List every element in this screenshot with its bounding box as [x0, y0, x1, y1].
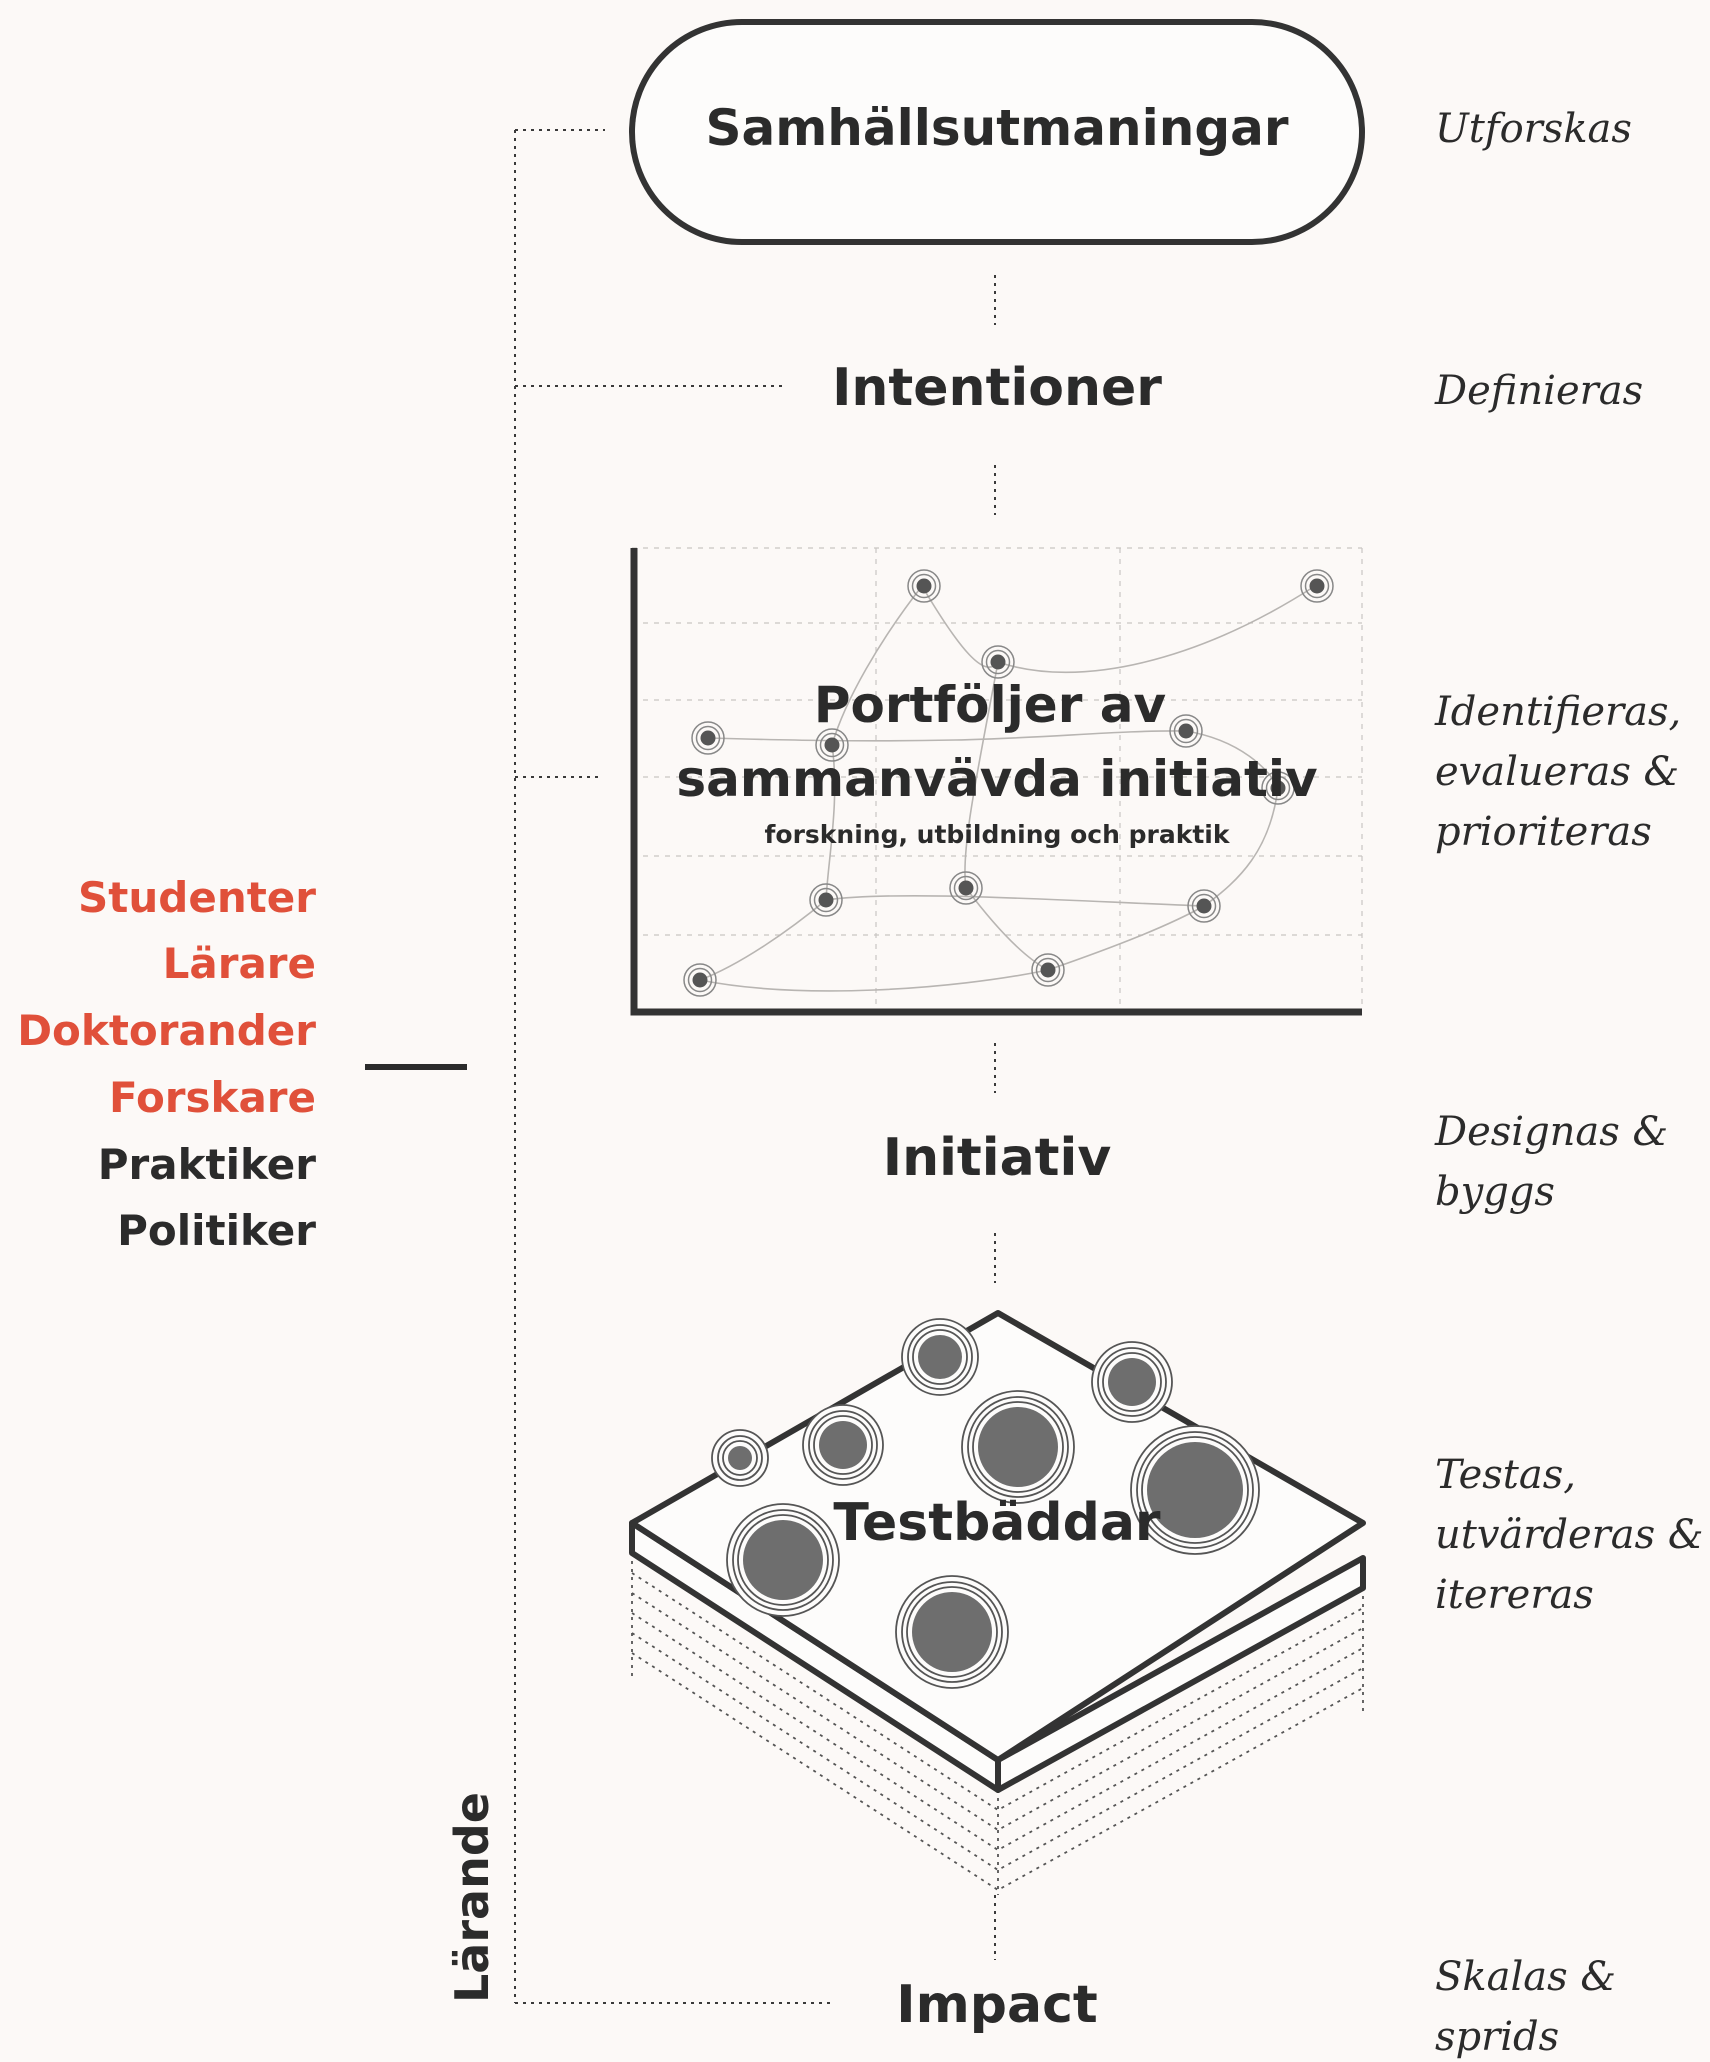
platform-stack-outline [631, 1612, 1364, 1852]
testbed-node [1091, 1341, 1173, 1423]
platform-stack-outline [631, 1652, 1364, 1892]
initiative-action: Designas & byggs [1434, 1109, 1681, 1215]
portfolio-axes [630, 548, 1362, 1016]
portfolio-node [809, 883, 843, 917]
testbed-node [895, 1575, 1009, 1689]
challenges-action: Utforskas [1435, 106, 1632, 152]
portfolio-nodes [683, 569, 1334, 997]
intentions-title: Intentioner [832, 358, 1162, 418]
portfolio-node [683, 963, 717, 997]
platform-stack-outline [631, 1572, 1364, 1812]
portfolio-subtitle: forskning, utbildning och praktik [765, 820, 1231, 849]
testbeds-action: Testas, utvärderas & itereras [1435, 1452, 1710, 1618]
role-politiker: Politiker [117, 1206, 316, 1255]
platform-stack-outline [631, 1632, 1364, 1872]
portfolio-node [1261, 771, 1295, 805]
portfolio-node [1169, 714, 1203, 748]
portfolio-node [981, 645, 1015, 679]
platform-stack-outline [631, 1592, 1364, 1832]
testbed-node [961, 1390, 1075, 1504]
portfolio-node [815, 728, 849, 762]
portfolio-stage: Portföljer av sammanvävda initiativ fors… [630, 547, 1363, 1016]
role-forskare: Forskare [109, 1073, 316, 1122]
platform-right-side [995, 1555, 1366, 1793]
role-studenter: Studenter [78, 873, 316, 922]
roles-list: Studenter Lärare Doktorander Forskare Pr… [17, 873, 316, 1255]
testbeds-stage: Testbäddar [629, 1310, 1366, 1895]
impact-title: Impact [896, 1975, 1098, 2035]
testbed-node [901, 1318, 979, 1396]
challenges-stage: Samhällsutmaningar [629, 19, 1365, 245]
learning-label: Lärande [445, 1792, 499, 2003]
testbed-node [802, 1404, 884, 1486]
portfolio-title-line-1: Portföljer av [814, 676, 1166, 734]
intentions-action: Definieras [1434, 368, 1643, 414]
learning-bracket [514, 129, 835, 2004]
challenges-pill [629, 19, 1365, 245]
impact-action: Skalas & sprids [1435, 1954, 1629, 2060]
testbed-nodes [711, 1318, 1260, 1689]
stage-actions: Utforskas Definieras Identifieras, evalu… [1434, 106, 1710, 2060]
portfolio-node [949, 871, 983, 905]
role-doktorander: Doktorander [17, 1006, 316, 1055]
portfolio-node [1031, 953, 1065, 987]
role-praktiker: Praktiker [98, 1140, 317, 1189]
testbed-node [711, 1429, 769, 1487]
portfolio-node [907, 569, 941, 603]
testbed-node [726, 1503, 840, 1617]
portfolio-node [1187, 889, 1221, 923]
role-larare: Lärare [163, 939, 316, 988]
testbeds-title: Testbäddar [833, 1493, 1160, 1553]
challenges-title: Samhällsutmaningar [705, 99, 1288, 157]
portfolio-node [691, 721, 725, 755]
portfolio-action: Identifieras, evalueras & prioriteras [1434, 689, 1694, 855]
testbed-node [1130, 1425, 1260, 1555]
portfolio-grid [632, 547, 1363, 1010]
portfolio-title-line-2: sammanvävda initiativ [676, 750, 1317, 808]
initiative-title: Initiativ [883, 1128, 1112, 1188]
portfolio-node [1300, 569, 1334, 603]
